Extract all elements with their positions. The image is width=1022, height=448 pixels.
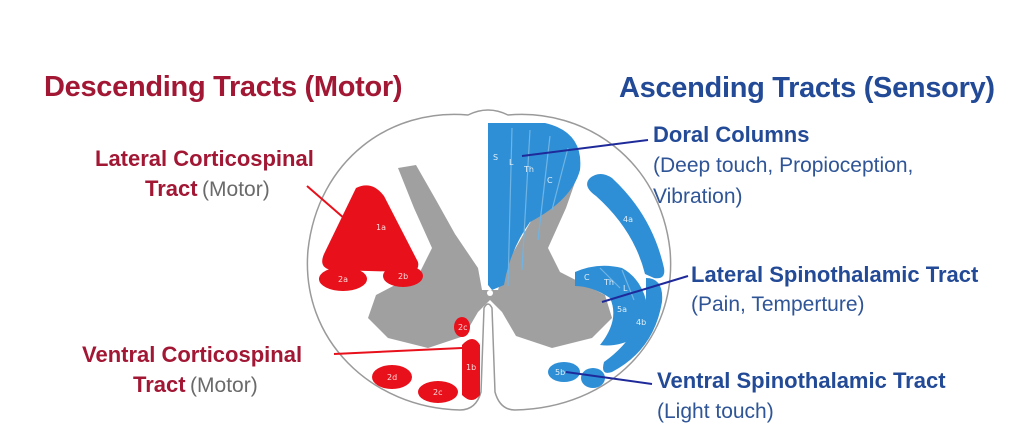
code-2d: 2d (387, 373, 397, 382)
code-2a: 2a (338, 275, 348, 284)
pointer-ventral-spinothalamic (565, 371, 653, 385)
code-2c: 2c (433, 388, 443, 397)
code-lst-l: L (623, 284, 628, 293)
lateral-arc-tract-lower (603, 278, 663, 373)
lateral-corticospinal-label-line2: Tract (Motor) (145, 176, 270, 201)
ventral-corticospinal-label-line2: Tract (Motor) (133, 372, 258, 397)
ventral-corticospinal-small (454, 317, 470, 337)
code-5b: 5b (555, 368, 565, 377)
ascending-tracts-header: Ascending Tracts (Sensory) (619, 72, 995, 104)
tract-2a (319, 267, 367, 291)
ventral-spinothalamic-desc: (Light touch) (657, 400, 774, 423)
lateral-corticospinal-tract-word: Tract (145, 176, 198, 201)
ventral-corticospinal-tract (462, 339, 480, 400)
ventral-spinothalamic-label: Ventral Spinothalamic Tract (657, 368, 946, 393)
central-canal (487, 290, 493, 296)
code-1b: 1b (466, 363, 476, 372)
dorsal-columns-desc-line1: (Deep touch, Propioception, (653, 154, 914, 177)
ventral-corticospinal-tract-word: Tract (133, 372, 186, 397)
dorsal-columns-label: Doral Columns (653, 122, 810, 147)
code-1a: 1a (376, 223, 386, 232)
tract-2d (372, 365, 412, 389)
ventral-corticospinal-note: (Motor) (190, 374, 258, 397)
ventral-spinothalamic-tract (548, 362, 580, 382)
tract-2c (418, 381, 458, 403)
code-lst-th: Th (603, 278, 614, 287)
pointer-lateral-spinothalamic (601, 275, 689, 303)
code-dorsal-s: S (493, 153, 498, 162)
tract-2b (383, 265, 423, 287)
descending-tracts-header: Descending Tracts (Motor) (44, 71, 403, 103)
gray-matter (368, 165, 612, 348)
code-dorsal-c: C (547, 176, 553, 185)
code-2b: 2b (398, 272, 408, 281)
pointer-dorsal-columns (521, 139, 649, 157)
lst-divider (599, 267, 635, 301)
lateral-corticospinal-tract (322, 185, 419, 272)
lateral-spinothalamic-desc: (Pain, Temperture) (691, 293, 865, 316)
pointer-lateral-corticospinal (306, 185, 361, 233)
dorsal-columns-desc-line2: Vibration) (653, 185, 743, 208)
code-lst-c: C (584, 273, 590, 282)
lateral-arc-tract (587, 174, 665, 279)
code-5a: 5a (617, 305, 627, 314)
code-4a: 4a (623, 215, 633, 224)
code-dorsal-l: L (509, 158, 514, 167)
lateral-corticospinal-label: Lateral Corticospinal (95, 146, 314, 171)
dorsal-column-divider (507, 127, 569, 287)
code-dorsal-th: Th (523, 165, 534, 174)
ventral-corticospinal-label: Ventral Corticospinal (82, 342, 303, 367)
lateral-spinothalamic-label: Lateral Spinothalamic Tract (691, 262, 979, 287)
lateral-corticospinal-note: (Motor) (202, 178, 270, 201)
ventral-spinothalamic-tract-2 (581, 368, 605, 388)
code-4b: 4b (636, 318, 646, 327)
pointer-ventral-corticospinal (333, 347, 463, 355)
code-2c-small: 2c (458, 323, 468, 332)
